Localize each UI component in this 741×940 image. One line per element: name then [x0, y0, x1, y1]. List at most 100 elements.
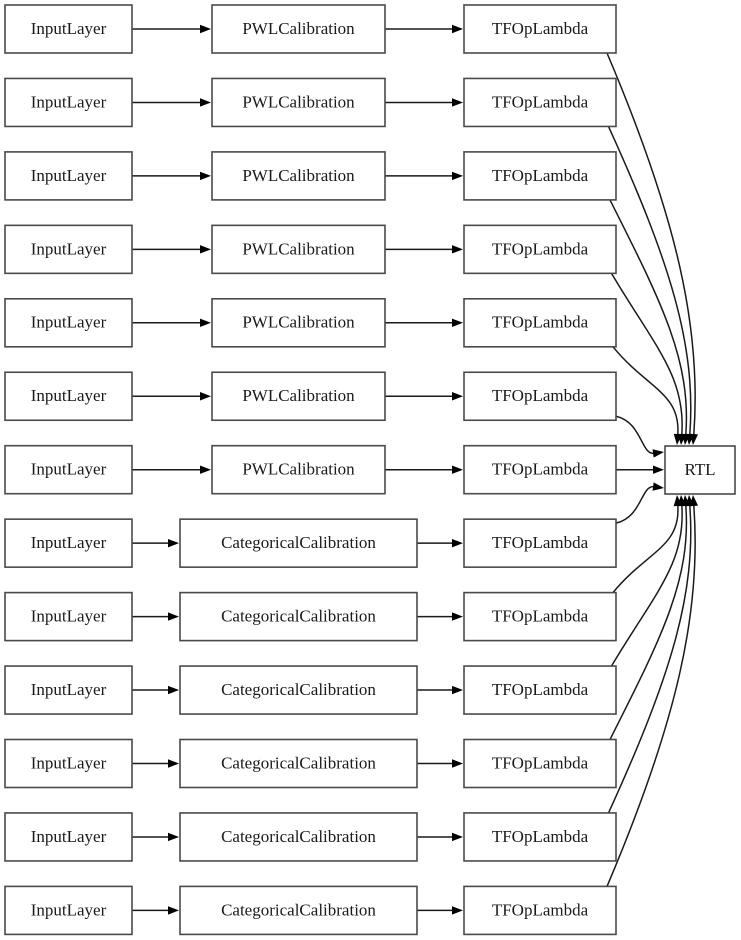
- node-tfoplambda-1-box[interactable]: [463, 77, 617, 128]
- node-input-layer-2[interactable]: InputLayer: [4, 151, 133, 201]
- node-tfoplambda-12-label: TFOpLambda: [492, 900, 589, 919]
- node-tfoplambda-8-box[interactable]: [463, 591, 617, 642]
- node-tfoplambda-11[interactable]: TFOpLambda: [463, 812, 617, 862]
- node-input-layer-2-box[interactable]: [4, 151, 133, 201]
- node-input-layer-12[interactable]: InputLayer: [4, 885, 133, 936]
- node-calibration-8-box[interactable]: [179, 591, 418, 642]
- edge-input-to-calibration-7-arrowhead: [168, 538, 179, 548]
- node-calibration-11[interactable]: CategoricalCalibration: [179, 812, 418, 862]
- node-tfoplambda-7-box[interactable]: [463, 518, 617, 568]
- node-tfoplambda-12-box[interactable]: [463, 885, 617, 936]
- node-calibration-0[interactable]: PWLCalibration: [211, 4, 386, 54]
- node-tfoplambda-9[interactable]: TFOpLambda: [463, 665, 617, 715]
- node-input-layer-4-box[interactable]: [4, 297, 133, 348]
- node-input-layer-3[interactable]: InputLayer: [4, 224, 133, 275]
- node-calibration-3-label: PWLCalibration: [242, 239, 355, 258]
- node-input-layer-8-box[interactable]: [4, 591, 133, 642]
- node-tfoplambda-2[interactable]: TFOpLambda: [463, 151, 617, 201]
- node-tfoplambda-3[interactable]: TFOpLambda: [463, 224, 617, 275]
- node-input-layer-9-box[interactable]: [4, 665, 133, 715]
- node-input-layer-0-box[interactable]: [4, 4, 133, 54]
- node-calibration-1-box[interactable]: [211, 77, 386, 128]
- node-input-layer-11[interactable]: InputLayer: [4, 812, 133, 862]
- node-rtl-output[interactable]: RTL: [664, 445, 736, 495]
- node-calibration-4[interactable]: PWLCalibration: [211, 297, 386, 348]
- node-calibration-9-box[interactable]: [179, 665, 418, 715]
- edge-lambda-to-rtl-6-arrowhead: [653, 465, 664, 474]
- node-calibration-5[interactable]: PWLCalibration: [211, 371, 386, 422]
- node-tfoplambda-9-box[interactable]: [463, 665, 617, 715]
- node-input-layer-12-box[interactable]: [4, 885, 133, 936]
- node-tfoplambda-10[interactable]: TFOpLambda: [463, 738, 617, 789]
- node-calibration-2-box[interactable]: [211, 151, 386, 201]
- node-input-layer-5-box[interactable]: [4, 371, 133, 422]
- node-tfoplambda-5[interactable]: TFOpLambda: [463, 371, 617, 422]
- node-input-layer-4[interactable]: InputLayer: [4, 297, 133, 348]
- node-input-layer-9[interactable]: InputLayer: [4, 665, 133, 715]
- node-tfoplambda-0[interactable]: TFOpLambda: [463, 4, 617, 54]
- node-input-layer-1[interactable]: InputLayer: [4, 77, 133, 128]
- node-calibration-12[interactable]: CategoricalCalibration: [179, 885, 418, 936]
- node-input-layer-1-box[interactable]: [4, 77, 133, 128]
- node-tfoplambda-10-box[interactable]: [463, 738, 617, 789]
- node-input-layer-10-label: InputLayer: [31, 753, 107, 772]
- edge-calibration-to-lambda-3-arrowhead: [452, 245, 463, 254]
- node-input-layer-5[interactable]: InputLayer: [4, 371, 133, 422]
- node-input-layer-3-box[interactable]: [4, 224, 133, 275]
- node-tfoplambda-8[interactable]: TFOpLambda: [463, 591, 617, 642]
- edge-lambda-to-rtl-8-curve: [612, 504, 679, 594]
- node-tfoplambda-6[interactable]: TFOpLambda: [463, 444, 617, 495]
- node-calibration-4-box[interactable]: [211, 297, 386, 348]
- node-calibration-11-box[interactable]: [179, 812, 418, 862]
- node-calibration-8-label: CategoricalCalibration: [221, 607, 376, 626]
- node-rtl-output-box[interactable]: [664, 445, 736, 495]
- node-tfoplambda-6-box[interactable]: [463, 444, 617, 495]
- edge-input-to-calibration-5-arrowhead: [200, 392, 211, 401]
- node-input-layer-8[interactable]: InputLayer: [4, 591, 133, 642]
- edge-lambda-to-rtl-9-curve: [610, 504, 683, 667]
- node-input-layer-7[interactable]: InputLayer: [4, 518, 133, 568]
- node-calibration-9[interactable]: CategoricalCalibration: [179, 665, 418, 715]
- node-calibration-6-label: PWLCalibration: [242, 460, 355, 479]
- node-calibration-1[interactable]: PWLCalibration: [211, 77, 386, 128]
- node-calibration-10[interactable]: CategoricalCalibration: [179, 738, 418, 789]
- node-calibration-2[interactable]: PWLCalibration: [211, 151, 386, 201]
- node-tfoplambda-11-box[interactable]: [463, 812, 617, 862]
- node-input-layer-10[interactable]: InputLayer: [4, 738, 133, 789]
- node-calibration-6-box[interactable]: [211, 444, 386, 495]
- edge-lambda-to-rtl-7-arrowhead: [652, 482, 664, 491]
- node-input-layer-6-label: InputLayer: [31, 460, 107, 479]
- edge-input-to-calibration-10-arrowhead: [168, 759, 179, 768]
- node-tfoplambda-4[interactable]: TFOpLambda: [463, 297, 617, 348]
- node-calibration-12-box[interactable]: [179, 885, 418, 936]
- node-calibration-3-box[interactable]: [211, 224, 386, 275]
- node-input-layer-6[interactable]: InputLayer: [4, 444, 133, 495]
- node-input-layer-11-box[interactable]: [4, 812, 133, 862]
- edges-layer: [132, 24, 699, 915]
- node-tfoplambda-1[interactable]: TFOpLambda: [463, 77, 617, 128]
- node-calibration-3[interactable]: PWLCalibration: [211, 224, 386, 275]
- node-tfoplambda-3-box[interactable]: [463, 224, 617, 275]
- node-calibration-0-box[interactable]: [211, 4, 386, 54]
- node-input-layer-6-box[interactable]: [4, 444, 133, 495]
- edge-input-to-calibration-3-arrowhead: [200, 245, 211, 254]
- node-tfoplambda-0-box[interactable]: [463, 4, 617, 54]
- node-tfoplambda-4-box[interactable]: [463, 297, 617, 348]
- node-calibration-10-box[interactable]: [179, 738, 418, 789]
- node-tfoplambda-12[interactable]: TFOpLambda: [463, 885, 617, 936]
- node-tfoplambda-2-box[interactable]: [463, 151, 617, 201]
- node-input-layer-10-box[interactable]: [4, 738, 133, 789]
- node-input-layer-7-box[interactable]: [4, 518, 133, 568]
- node-calibration-7-box[interactable]: [179, 518, 418, 568]
- node-tfoplambda-2-label: TFOpLambda: [492, 166, 589, 185]
- node-calibration-5-box[interactable]: [211, 371, 386, 422]
- node-calibration-8[interactable]: CategoricalCalibration: [179, 591, 418, 642]
- node-input-layer-0[interactable]: InputLayer: [4, 4, 133, 54]
- node-calibration-7[interactable]: CategoricalCalibration: [179, 518, 418, 568]
- node-tfoplambda-7[interactable]: TFOpLambda: [463, 518, 617, 568]
- node-calibration-6[interactable]: PWLCalibration: [211, 444, 386, 495]
- node-tfoplambda-5-box[interactable]: [463, 371, 617, 422]
- edge-lambda-to-rtl-7-curve: [615, 485, 655, 524]
